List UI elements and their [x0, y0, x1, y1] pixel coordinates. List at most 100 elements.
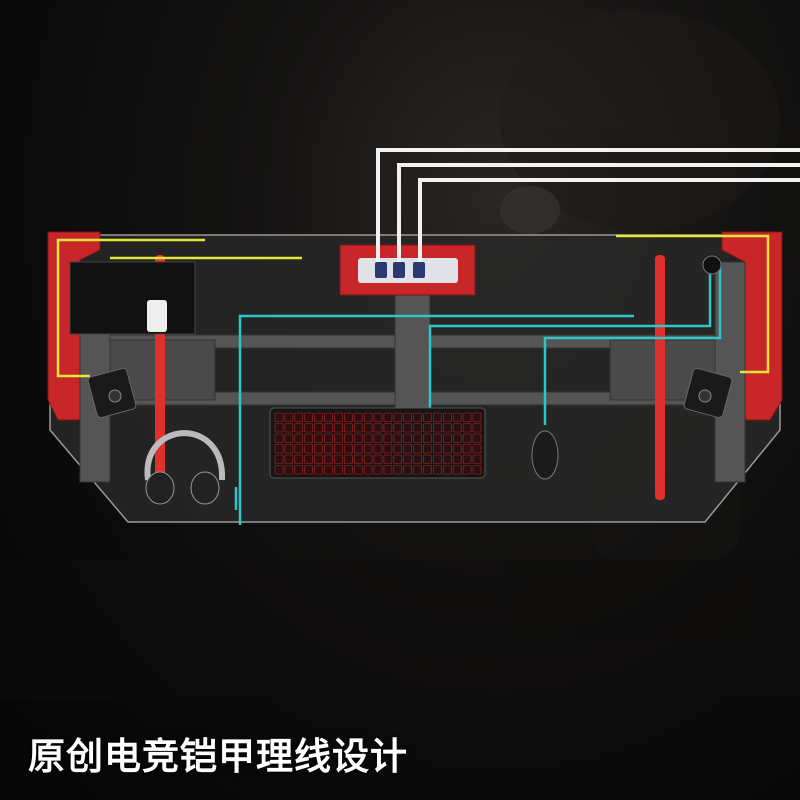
cable-grommet [702, 255, 722, 275]
keyboard-key [274, 423, 284, 433]
keyboard-key [373, 412, 383, 422]
keyboard-key [413, 444, 422, 454]
keyboard-key [343, 465, 353, 475]
cup [147, 300, 167, 332]
keyboard-key [373, 444, 383, 454]
keyboard-key [462, 412, 472, 422]
keyboard-key [294, 444, 304, 454]
keyboard-key [452, 433, 462, 443]
right-red-leg [655, 255, 665, 500]
keyboard-key [442, 433, 452, 443]
keyboard-key [353, 433, 363, 443]
keyboard-key [403, 444, 413, 454]
keyboard-key [403, 412, 413, 422]
keyboard-key [383, 433, 393, 443]
keyboard-key [433, 423, 442, 433]
keyboard-key [324, 423, 333, 433]
keyboard-key [353, 423, 363, 433]
keyboard-key [334, 433, 343, 443]
headphones [144, 430, 226, 505]
keyboard-key [294, 454, 304, 464]
keyboard-key [314, 444, 323, 454]
keyboard-key [433, 412, 442, 422]
keyboard-key [343, 454, 353, 464]
keyboard-key [314, 412, 323, 422]
keyboard-key [363, 454, 373, 464]
keyboard-key [472, 433, 482, 443]
keyboard-key [284, 412, 294, 422]
keyboard-key [413, 465, 422, 475]
keyboard-key [462, 433, 472, 443]
keyboard-key [274, 454, 284, 464]
keyboard-key [274, 465, 284, 475]
keyboard-key [324, 412, 333, 422]
keyboard-key [452, 412, 462, 422]
keyboard-key [403, 433, 413, 443]
keyboard-key [304, 423, 314, 433]
keyboard-key [373, 454, 383, 464]
keyboard-key [423, 465, 432, 475]
keyboard-key [403, 423, 413, 433]
keyboard-key [373, 423, 383, 433]
keyboard-key [383, 465, 393, 475]
keyboard-key [433, 444, 442, 454]
keyboard-key [383, 454, 393, 464]
keyboard-key [294, 465, 304, 475]
power-strip [358, 258, 458, 283]
keyboard-key [304, 465, 314, 475]
keyboard-key [294, 412, 304, 422]
keyboard-key [274, 412, 284, 422]
keyboard-key [334, 454, 343, 464]
keyboard-key [324, 465, 333, 475]
keyboard-key [423, 412, 432, 422]
keyboard-key [274, 433, 284, 443]
keyboard-key [403, 465, 413, 475]
keyboard-key [284, 465, 294, 475]
keyboard-key [343, 433, 353, 443]
keyboard-key [334, 465, 343, 475]
keyboard [269, 407, 486, 479]
keyboard-key [423, 423, 432, 433]
keyboard-key [403, 454, 413, 464]
keyboard-key [353, 444, 363, 454]
yellow-cables [56, 234, 770, 378]
keyboard-key [393, 433, 403, 443]
keyboard-key [433, 454, 442, 464]
keyboard-key [304, 454, 314, 464]
keyboard-key [452, 444, 462, 454]
caption-title: 原创电竞铠甲理线设计 [28, 735, 408, 778]
keyboard-key [284, 423, 294, 433]
keyboard-key [413, 423, 422, 433]
keyboard-key [363, 423, 373, 433]
keyboard-key [284, 454, 294, 464]
keyboard-key [343, 412, 353, 422]
keyboard-key [393, 423, 403, 433]
keyboard-key [383, 444, 393, 454]
keyboard-key [334, 412, 343, 422]
keyboard-key [472, 423, 482, 433]
keyboard-key [413, 433, 422, 443]
keyboard-key [393, 444, 403, 454]
keyboard-key [413, 454, 422, 464]
keyboard-key [324, 444, 333, 454]
host-box [69, 261, 196, 335]
keyboard-key [472, 465, 482, 475]
keyboard-key [383, 412, 393, 422]
keyboard-key [294, 433, 304, 443]
keyboard-key [314, 433, 323, 443]
keyboard-key [442, 412, 452, 422]
keyboard-key [334, 423, 343, 433]
keyboard-key [304, 444, 314, 454]
keyboard-key [294, 423, 304, 433]
keyboard-key [433, 433, 442, 443]
keyboard-key [472, 412, 482, 422]
keyboard-key [314, 454, 323, 464]
keyboard-key [393, 465, 403, 475]
cyan-cables [234, 268, 722, 525]
keyboard-key [442, 454, 452, 464]
keyboard-key [462, 444, 472, 454]
keyboard-key [442, 423, 452, 433]
keyboard-key [363, 444, 373, 454]
keyboard-key [442, 465, 452, 475]
